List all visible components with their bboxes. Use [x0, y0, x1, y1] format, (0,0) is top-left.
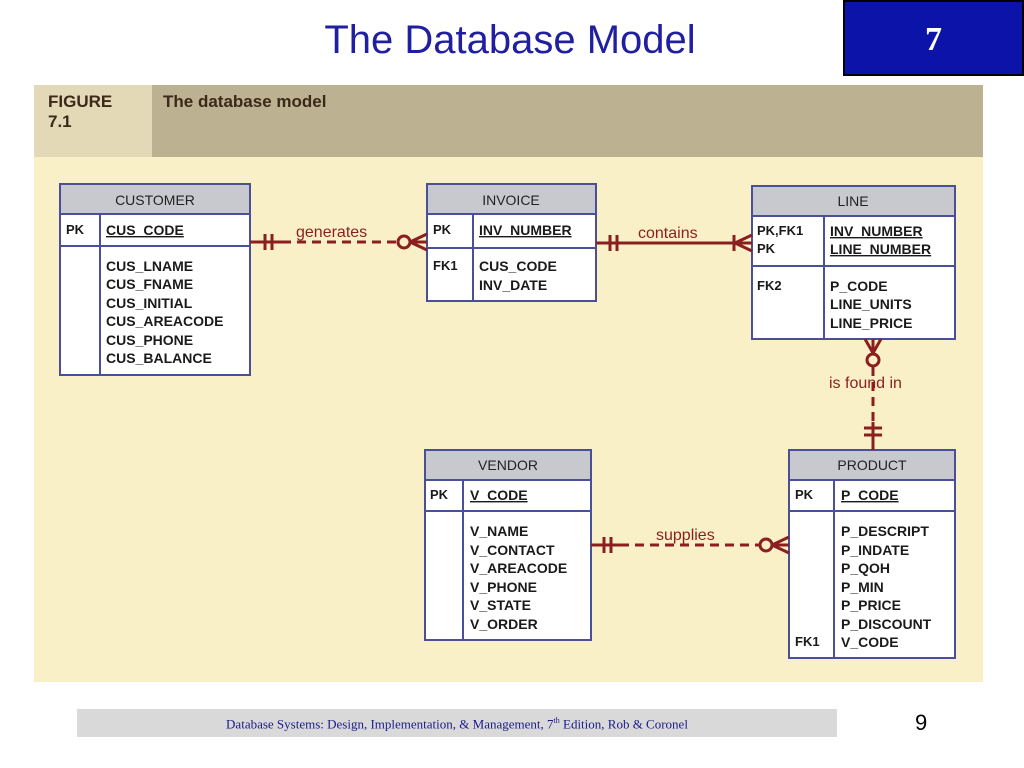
customer-attr: CUS_BALANCE [106, 350, 212, 366]
product-attr: P_MIN [841, 579, 884, 595]
entity-vendor: VENDOR PK V_CODE V_NAME V_CONTACT V_AREA… [424, 449, 592, 641]
relationship-label-is-found-in: is found in [829, 375, 902, 392]
product-attr: P_QOH [841, 560, 890, 576]
line-pk-key: PK [757, 241, 776, 256]
customer-pk-field: CUS_CODE [106, 222, 184, 238]
line-title: LINE [837, 193, 868, 209]
customer-attr: CUS_LNAME [106, 258, 193, 274]
relationship-is-found-in: is found in [829, 338, 902, 450]
figure-label: FIGURE 7.1 [48, 92, 112, 132]
relationship-contains: contains [596, 225, 753, 253]
line-attr: LINE_PRICE [830, 315, 912, 331]
figure-label-number: 7.1 [48, 112, 72, 131]
line-attr: LINE_UNITS [830, 296, 912, 312]
entity-product: PRODUCT PK P_CODE P_DESCRIPT P_INDATE P_… [788, 449, 956, 659]
footer-superscript: th [553, 716, 560, 725]
entity-customer: CUSTOMER PK CUS_CODE CUS_LNAME CUS_FNAME… [59, 183, 251, 376]
invoice-pk-field: INV_NUMBER [479, 222, 572, 238]
line-pk-field: INV_NUMBER [830, 223, 923, 239]
invoice-attr: CUS_CODE [479, 258, 557, 274]
product-attr: P_DESCRIPT [841, 523, 929, 539]
vendor-attr: V_PHONE [470, 579, 537, 595]
page-number: 9 [915, 710, 928, 735]
customer-title: CUSTOMER [115, 192, 195, 208]
vendor-title: VENDOR [478, 457, 538, 473]
product-pk-key: PK [795, 487, 814, 502]
footer-bar [77, 709, 837, 737]
entity-line: LINE PK,FK1 PK INV_NUMBER LINE_NUMBER FK… [751, 185, 956, 340]
vendor-attr: V_CONTACT [470, 542, 555, 558]
customer-attr: CUS_INITIAL [106, 295, 193, 311]
figure-tab [34, 85, 152, 157]
vendor-pk-field: V_CODE [470, 487, 528, 503]
product-pk-field: P_CODE [841, 487, 899, 503]
entity-invoice: INVOICE PK INV_NUMBER FK1 CUS_CODE INV_D… [426, 183, 597, 302]
relationship-label-supplies: supplies [656, 527, 715, 544]
relationship-label-contains: contains [638, 225, 698, 242]
figure-label-word: FIGURE [48, 92, 113, 111]
vendor-attr: V_STATE [470, 597, 531, 613]
line-fk-key: FK2 [757, 278, 782, 293]
customer-pk-key: PK [66, 222, 85, 237]
product-attr: P_INDATE [841, 542, 909, 558]
chapter-number-badge: 7 [843, 0, 1024, 76]
customer-attr: CUS_PHONE [106, 332, 193, 348]
customer-attr: CUS_FNAME [106, 276, 193, 292]
invoice-title: INVOICE [482, 192, 540, 208]
invoice-fk-key: FK1 [433, 258, 458, 273]
figure-header [34, 85, 983, 157]
product-attr: P_DISCOUNT [841, 616, 932, 632]
footer-text-main: Database Systems: Design, Implementation… [226, 716, 554, 732]
relationship-generates: generates [250, 224, 428, 252]
vendor-attr: V_AREACODE [470, 560, 567, 576]
figure-caption: The database model [163, 92, 327, 111]
vendor-pk-key: PK [430, 487, 449, 502]
vendor-attr: V_NAME [470, 523, 528, 539]
vendor-attr: V_ORDER [470, 616, 538, 632]
slide-title: The Database Model [324, 18, 696, 62]
invoice-pk-key: PK [433, 222, 452, 237]
line-attr: P_CODE [830, 278, 888, 294]
footer-text-end: Edition, Rob & Coronel [559, 716, 688, 732]
product-fk-key: FK1 [795, 634, 820, 649]
product-attr: V_CODE [841, 634, 899, 650]
footer-citation: Database Systems: Design, Implementation… [77, 716, 837, 732]
line-pk-key: PK,FK1 [757, 223, 803, 238]
product-attr: P_PRICE [841, 597, 901, 613]
line-pk-field: LINE_NUMBER [830, 241, 931, 257]
customer-attr: CUS_AREACODE [106, 313, 223, 329]
product-title: PRODUCT [837, 457, 907, 473]
relationship-supplies: supplies [591, 527, 790, 555]
relationship-label-generates: generates [296, 224, 367, 241]
invoice-attr: INV_DATE [479, 277, 547, 293]
